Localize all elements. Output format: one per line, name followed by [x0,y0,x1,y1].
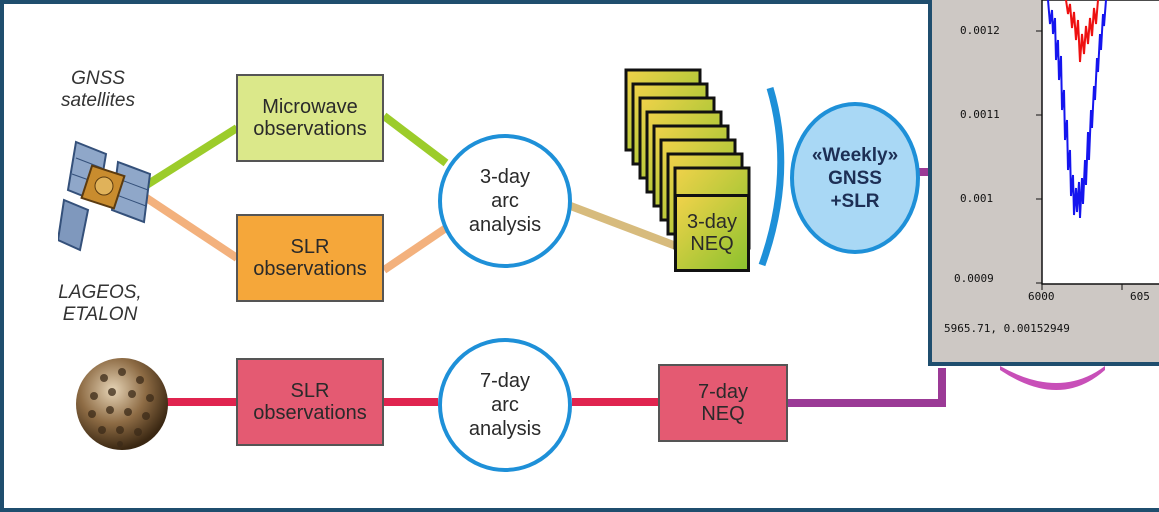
y-tick-label: 0.001 [960,192,994,205]
y-tick-label: 0.0011 [960,108,1000,121]
combined-node-edge [1000,366,1105,390]
series-red [1065,0,1099,63]
slr-observations-lageos-box: SLR observations [236,358,384,446]
link-neq7-combined [788,368,946,407]
x-tick-label: 605 [1130,290,1150,303]
gnss-satellite-icon [58,140,152,252]
slr-observations-gnss-box: SLR observations [236,214,384,302]
cursor-coordinates-readout: 5965.71, 0.00152949 [944,322,1070,335]
three-day-arc-analysis-circle: 3-day arc analysis [438,134,572,268]
link-gnss-microwave [142,124,240,190]
link-slr-arc3 [381,224,449,274]
seven-day-neq-box: 7-day NEQ [658,364,788,442]
microwave-observations-box: Microwave observations [236,74,384,162]
seven-day-arc-analysis-circle: 7-day arc analysis [438,338,572,472]
link-gnss-slr [142,193,240,262]
weekly-gnss-slr-ellipse: «Weekly» GNSS +SLR [790,102,920,254]
link-microwave-arc3 [381,112,449,167]
neq-bracket [758,87,785,267]
y-tick-label: 0.0012 [960,24,1000,37]
y-tick-label: 0.0009 [954,272,994,285]
plot-window: 0.0012 0.0011 0.001 0.0009 6000 605 5965… [928,0,1159,366]
gnss-satellites-label: GNSS satellites [61,68,135,111]
three-day-neq-box: 3-day NEQ [674,194,750,272]
lageos-etalon-label: LAGEOS, ETALON [58,282,142,325]
plot-canvas [1036,0,1159,290]
x-tick-label: 6000 [1028,290,1055,303]
series-blue [1047,0,1107,219]
lageos-satellite-icon [76,358,168,450]
link-arc3-neq3 [566,201,678,250]
